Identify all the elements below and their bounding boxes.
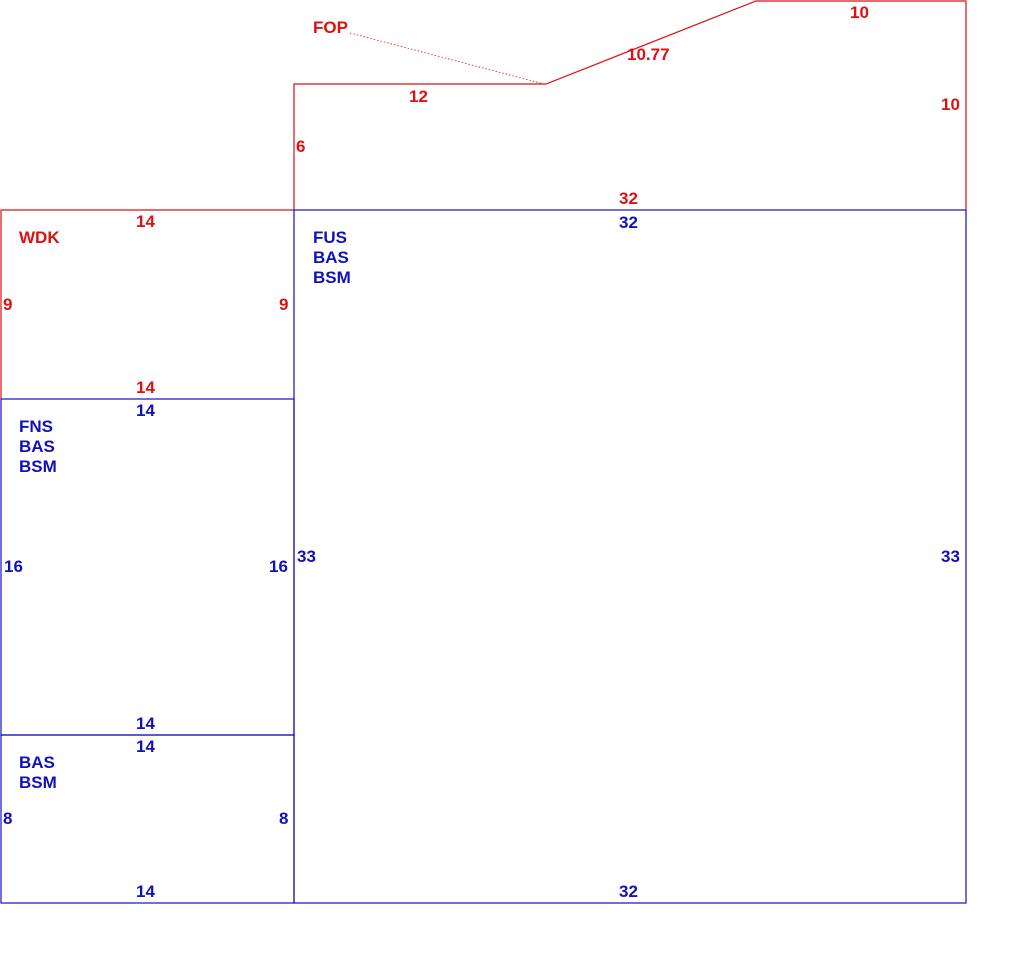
fop-step-dimension: 12 <box>409 87 428 106</box>
bas-right-dimension: 8 <box>279 809 288 828</box>
fus-right-dimension: 33 <box>941 547 960 566</box>
fop-left-dimension: 6 <box>296 137 305 156</box>
fus-code-2: BAS <box>313 248 349 267</box>
fop-slope-dimension: 10.77 <box>627 45 670 64</box>
fus-top-dimension: 32 <box>619 213 638 232</box>
bas-bottom-dimension: 14 <box>136 882 155 901</box>
bas-left-dimension: 8 <box>3 809 12 828</box>
fns-code-3: BSM <box>19 457 57 476</box>
fus-code-3: BSM <box>313 268 351 287</box>
fus-section: FUS BAS BSM 32 33 33 32 <box>297 213 960 901</box>
fns-top-dimension: 14 <box>136 401 155 420</box>
wdk-label: WDK <box>19 228 60 247</box>
bas-top-dimension: 14 <box>136 737 155 756</box>
fns-right-dimension: 16 <box>269 557 288 576</box>
fns-code-1: FNS <box>19 417 53 436</box>
fop-bottom-dimension: 32 <box>619 189 638 208</box>
wdk-bottom-dimension: 14 <box>136 378 155 397</box>
fns-section: FNS BAS BSM 14 16 16 14 <box>4 401 288 733</box>
fns-bottom-dimension: 14 <box>136 714 155 733</box>
fus-left-dimension: 33 <box>297 547 316 566</box>
fus-outline <box>293 209 967 904</box>
fns-left-dimension: 16 <box>4 557 23 576</box>
fus-code-1: FUS <box>313 228 347 247</box>
bas-outline <box>0 734 295 904</box>
fop-right-dimension: 10 <box>941 95 960 114</box>
wdk-top-dimension: 14 <box>136 212 155 231</box>
fop-outline <box>293 0 967 210</box>
fop-top-dimension: 10 <box>850 3 869 22</box>
bas-section: BAS BSM 14 8 8 14 <box>3 737 288 901</box>
fop-label: FOP <box>313 18 348 37</box>
wdk-right-dimension: 9 <box>279 295 288 314</box>
bas-code-2: BSM <box>19 773 57 792</box>
main-structure <box>0 209 967 904</box>
fop-area: FOP 10 10.77 10 12 6 32 <box>293 0 967 210</box>
fus-bottom-dimension: 32 <box>619 882 638 901</box>
wdk-left-dimension: 9 <box>3 295 12 314</box>
bas-code-1: BAS <box>19 753 55 772</box>
wdk-area: WDK 14 9 9 14 <box>0 209 294 399</box>
fop-leader-line <box>349 32 545 85</box>
wdk-outline <box>0 209 294 399</box>
fns-code-2: BAS <box>19 437 55 456</box>
